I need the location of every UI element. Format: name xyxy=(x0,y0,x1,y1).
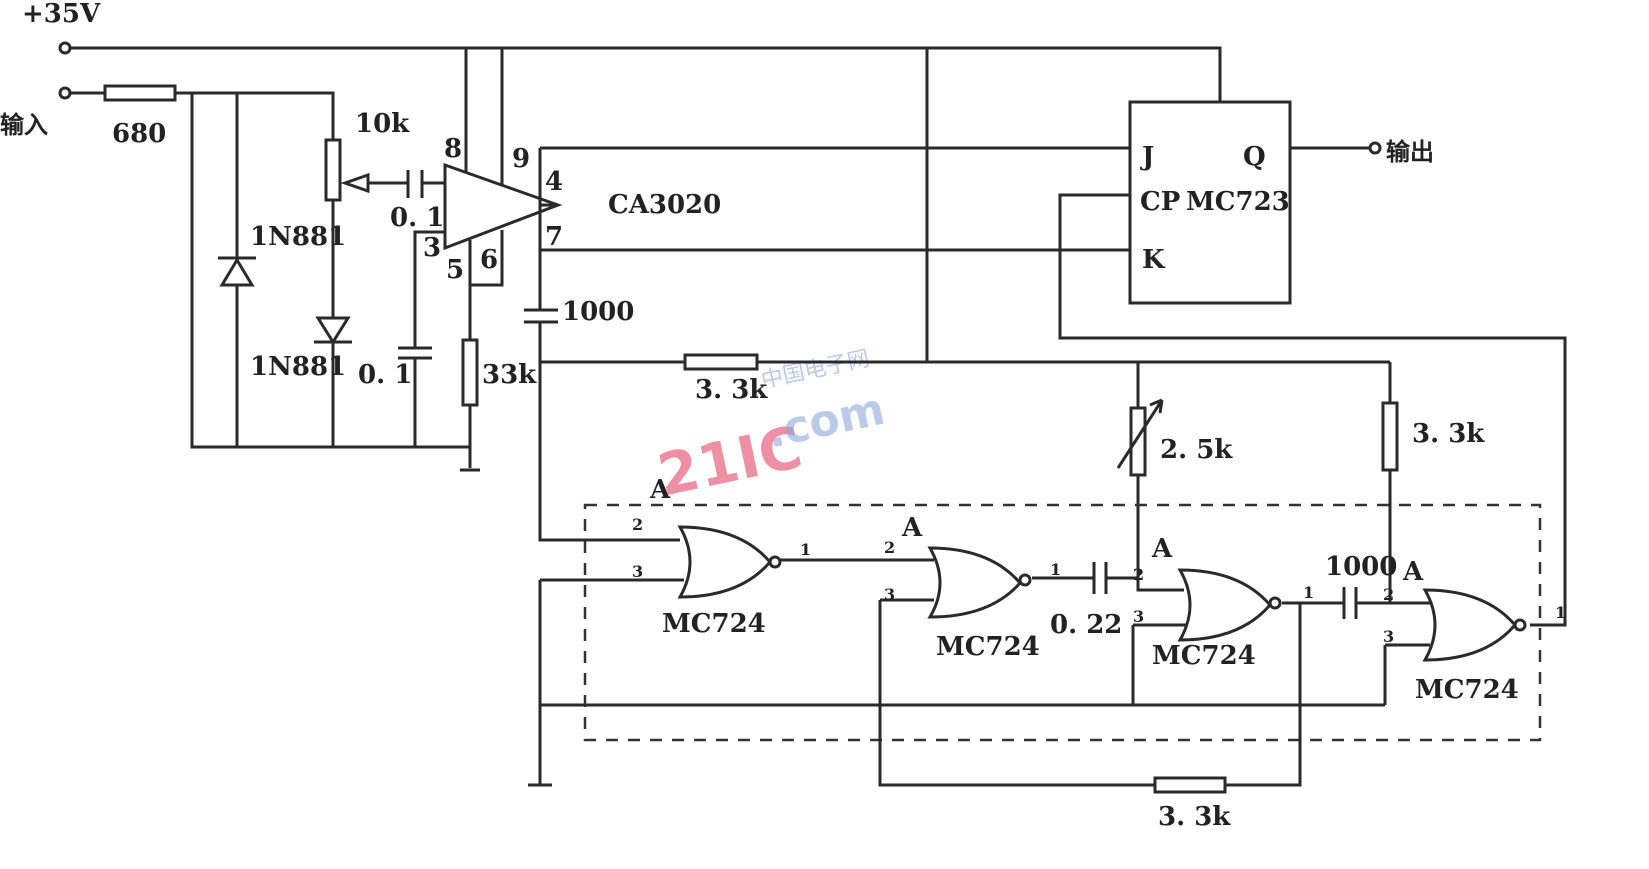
variable-arrow-icon xyxy=(1116,398,1164,469)
pin-7: 7 xyxy=(545,222,563,252)
zener-diode-icon xyxy=(219,257,255,287)
output-label: 输出 xyxy=(1386,138,1434,166)
input-label: 输入 xyxy=(0,111,48,139)
flipflop-mc723 xyxy=(1128,100,1292,305)
ff-cp: CP xyxy=(1140,187,1180,217)
potentiometer-10k xyxy=(324,138,342,202)
diode-icon xyxy=(315,316,351,345)
pin-9: 9 xyxy=(512,144,530,174)
label: 中国电子网 xyxy=(759,346,872,393)
output-terminal[interactable] xyxy=(1368,141,1382,155)
supply-label: +35V xyxy=(22,0,101,29)
pin-6: 6 xyxy=(480,245,498,275)
label-c-022: 0. 22 xyxy=(1050,610,1122,640)
resistor-3-3k-a xyxy=(683,353,759,371)
pin-3: 3 xyxy=(423,233,441,263)
label-r-in: 680 xyxy=(112,119,166,149)
wiper-arrow-icon xyxy=(340,172,370,194)
opamp-ca3020 xyxy=(443,162,563,251)
label: A xyxy=(901,513,923,543)
nor-gate-3: 2 3 1 MC724 A xyxy=(1133,534,1314,671)
resistor-3-3k-b xyxy=(1381,401,1399,472)
label-c-couple: 0. 1 xyxy=(390,203,444,233)
label: 3 xyxy=(1383,627,1394,646)
label-r-33c: 3. 3k xyxy=(1158,802,1231,832)
pin-4: 4 xyxy=(545,167,563,197)
ff-q: Q xyxy=(1243,142,1266,172)
label-r-33k: 33k xyxy=(482,360,537,390)
resistor-33k xyxy=(461,338,479,407)
label: 1 xyxy=(1555,603,1566,622)
label: 2 xyxy=(884,538,895,557)
label: 1 xyxy=(800,540,811,559)
nor-gate-1: 2 3 1 MC724 A xyxy=(632,475,811,639)
label: A xyxy=(649,475,671,505)
label-diode2: 1N881 xyxy=(250,352,346,382)
supply-rail xyxy=(58,41,1222,362)
ff-k: K xyxy=(1142,245,1166,275)
label-pot-25k: 2. 5k xyxy=(1160,435,1233,465)
label-c-bypass: 0. 1 xyxy=(358,360,412,390)
label: 2 xyxy=(632,515,643,534)
label: MC724 xyxy=(662,609,766,639)
label: A xyxy=(1402,557,1424,587)
label: 2 xyxy=(1133,565,1144,584)
label: MC724 xyxy=(1152,641,1256,671)
supply-terminal[interactable] xyxy=(58,41,72,55)
label: 1 xyxy=(1050,560,1061,579)
label: 1 xyxy=(1303,583,1314,602)
label: MC724 xyxy=(936,632,1040,662)
label: 3 xyxy=(1133,607,1144,626)
nor-gate-2: 2 3 1 MC724 A xyxy=(884,513,1061,662)
ff-name: MC723 xyxy=(1186,187,1290,217)
resistor-3-3k-c xyxy=(1153,776,1227,794)
watermark-logo: 21IC .com 中国电子网 xyxy=(652,346,889,509)
pin-8: 8 xyxy=(444,134,462,164)
label: 3 xyxy=(632,562,643,581)
label: .com xyxy=(762,384,889,459)
nor-gate-4: 2 3 1 MC724 A xyxy=(1383,557,1566,705)
opamp-name: CA3020 xyxy=(608,190,721,220)
label-c-1000b: 1000 xyxy=(1325,552,1397,582)
label-r-33a: 3. 3k xyxy=(695,375,768,405)
pin-5: 5 xyxy=(446,255,464,285)
label-c-1000a: 1000 xyxy=(562,297,634,327)
label-pot: 10k xyxy=(355,109,410,139)
label-r-33b: 3. 3k xyxy=(1412,419,1485,449)
input-terminal[interactable] xyxy=(58,86,72,100)
label: MC724 xyxy=(1415,675,1519,705)
label: 3 xyxy=(884,585,895,604)
label: A xyxy=(1151,534,1173,564)
ff-j: J xyxy=(1140,142,1154,172)
resistor-680 xyxy=(103,84,177,102)
potentiometer-2-5k xyxy=(1129,406,1147,477)
label: 2 xyxy=(1383,585,1394,604)
label-zener1: 1N881 xyxy=(250,222,346,252)
